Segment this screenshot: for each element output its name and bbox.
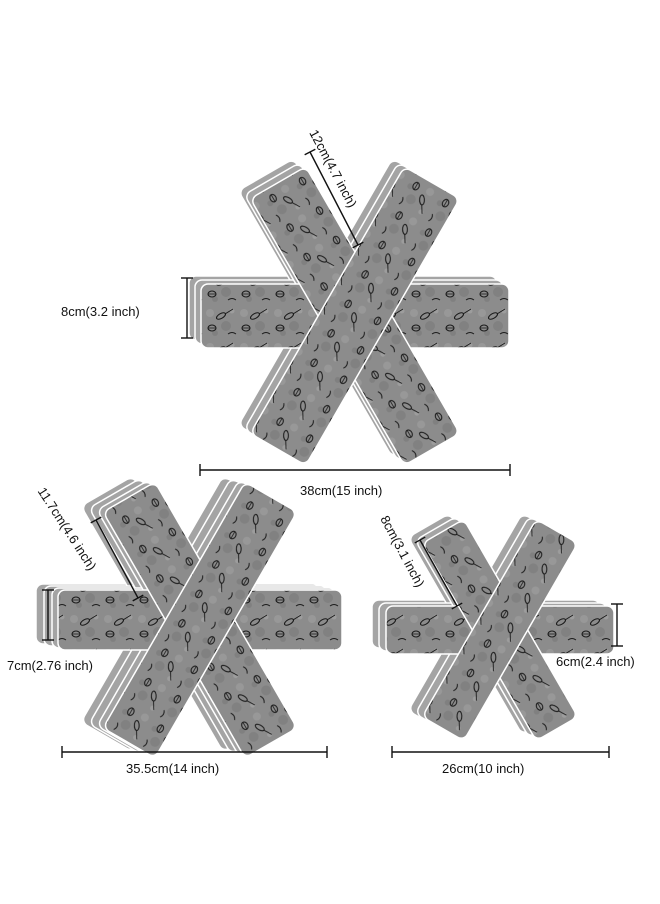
medium-arm-length-dimension-tick — [90, 516, 102, 524]
medium-arm-length-dimension — [95, 519, 139, 599]
large-felt-arm — [252, 168, 458, 464]
small-arm-length-dimension — [419, 539, 458, 607]
small-diameter-label: 26cm(10 inch) — [442, 761, 525, 776]
small-arm-length-dimension-tick — [451, 602, 463, 610]
large-pan-protector — [188, 160, 510, 464]
medium-felt-layer — [57, 483, 343, 757]
medium-arm-length-dimension-tick — [132, 594, 144, 602]
large-arm-length-dimension-tick — [304, 148, 316, 156]
large-arm-length-dimension-tick — [352, 241, 364, 249]
small-pan-protector — [371, 515, 615, 739]
large-arm-width-label: 8cm(3.2 inch) — [61, 304, 140, 319]
small-arm-length-dimension-tick — [414, 536, 426, 544]
medium-diameter-label: 35.5cm(14 inch) — [126, 761, 220, 776]
medium-arm-width-label: 7cm(2.76 inch) — [7, 658, 93, 673]
medium-pan-protector — [35, 477, 343, 757]
small-felt-layer — [385, 521, 615, 739]
large-felt-layer — [200, 168, 510, 464]
medium-felt-arm — [104, 483, 296, 757]
small-arm-width-label: 6cm(2.4 inch) — [556, 654, 635, 669]
large-diameter-label: 38cm(15 inch) — [300, 483, 383, 498]
small-felt-arm — [424, 521, 576, 739]
large-arm-length-dimension — [309, 151, 359, 246]
